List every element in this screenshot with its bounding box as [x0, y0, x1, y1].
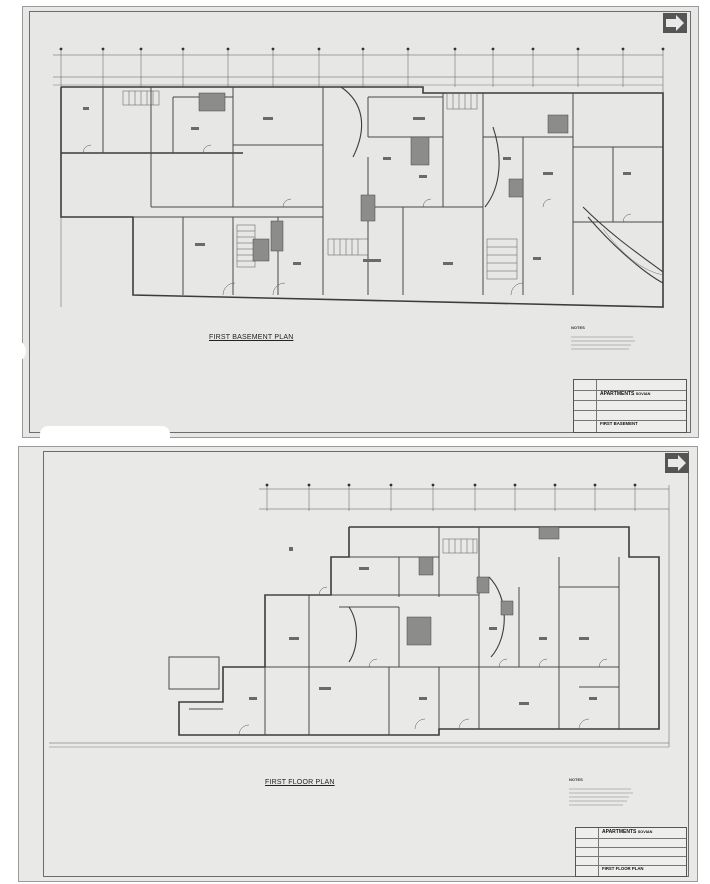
- title-block-drawing-title: FIRST BASEMENT: [600, 421, 638, 426]
- first-basement-floor-plan-drawing: [53, 47, 665, 350]
- title-block-project: APARTMENTS SOVIAN: [600, 391, 651, 397]
- title-block-drawing-title: FIRST FLOOR PLAN: [602, 866, 644, 871]
- title-block-project: APARTMENTS SOVIAN: [602, 829, 653, 835]
- notes-heading: NOTES: [569, 777, 583, 782]
- notes-block: NOTES: [571, 325, 585, 330]
- north-arrow-icon: [663, 13, 687, 33]
- drawing-title-first-floor: FIRST FLOOR PLAN: [265, 779, 335, 786]
- drawing-sheet-first-floor: FIRST FLOOR PLAN NOTES APARTMENTS SOVIAN…: [18, 446, 698, 882]
- notes-heading: NOTES: [571, 325, 585, 330]
- north-arrow-icon: [665, 453, 689, 473]
- drawing-title-first-basement: FIRST BASEMENT PLAN: [209, 334, 294, 341]
- sheet-border: [29, 11, 691, 433]
- sheet-border: [43, 451, 689, 877]
- drawing-sheet-first-basement: FIRST BASEMENT PLAN NOTES APARTMENTS SOV…: [22, 6, 699, 438]
- title-block: APARTMENTS SOVIAN FIRST FLOOR PLAN: [575, 827, 687, 877]
- title-block: APARTMENTS SOVIAN FIRST BASEMENT: [573, 379, 687, 433]
- notes-block: NOTES: [569, 777, 583, 782]
- first-floor-plan-drawing: [49, 483, 670, 806]
